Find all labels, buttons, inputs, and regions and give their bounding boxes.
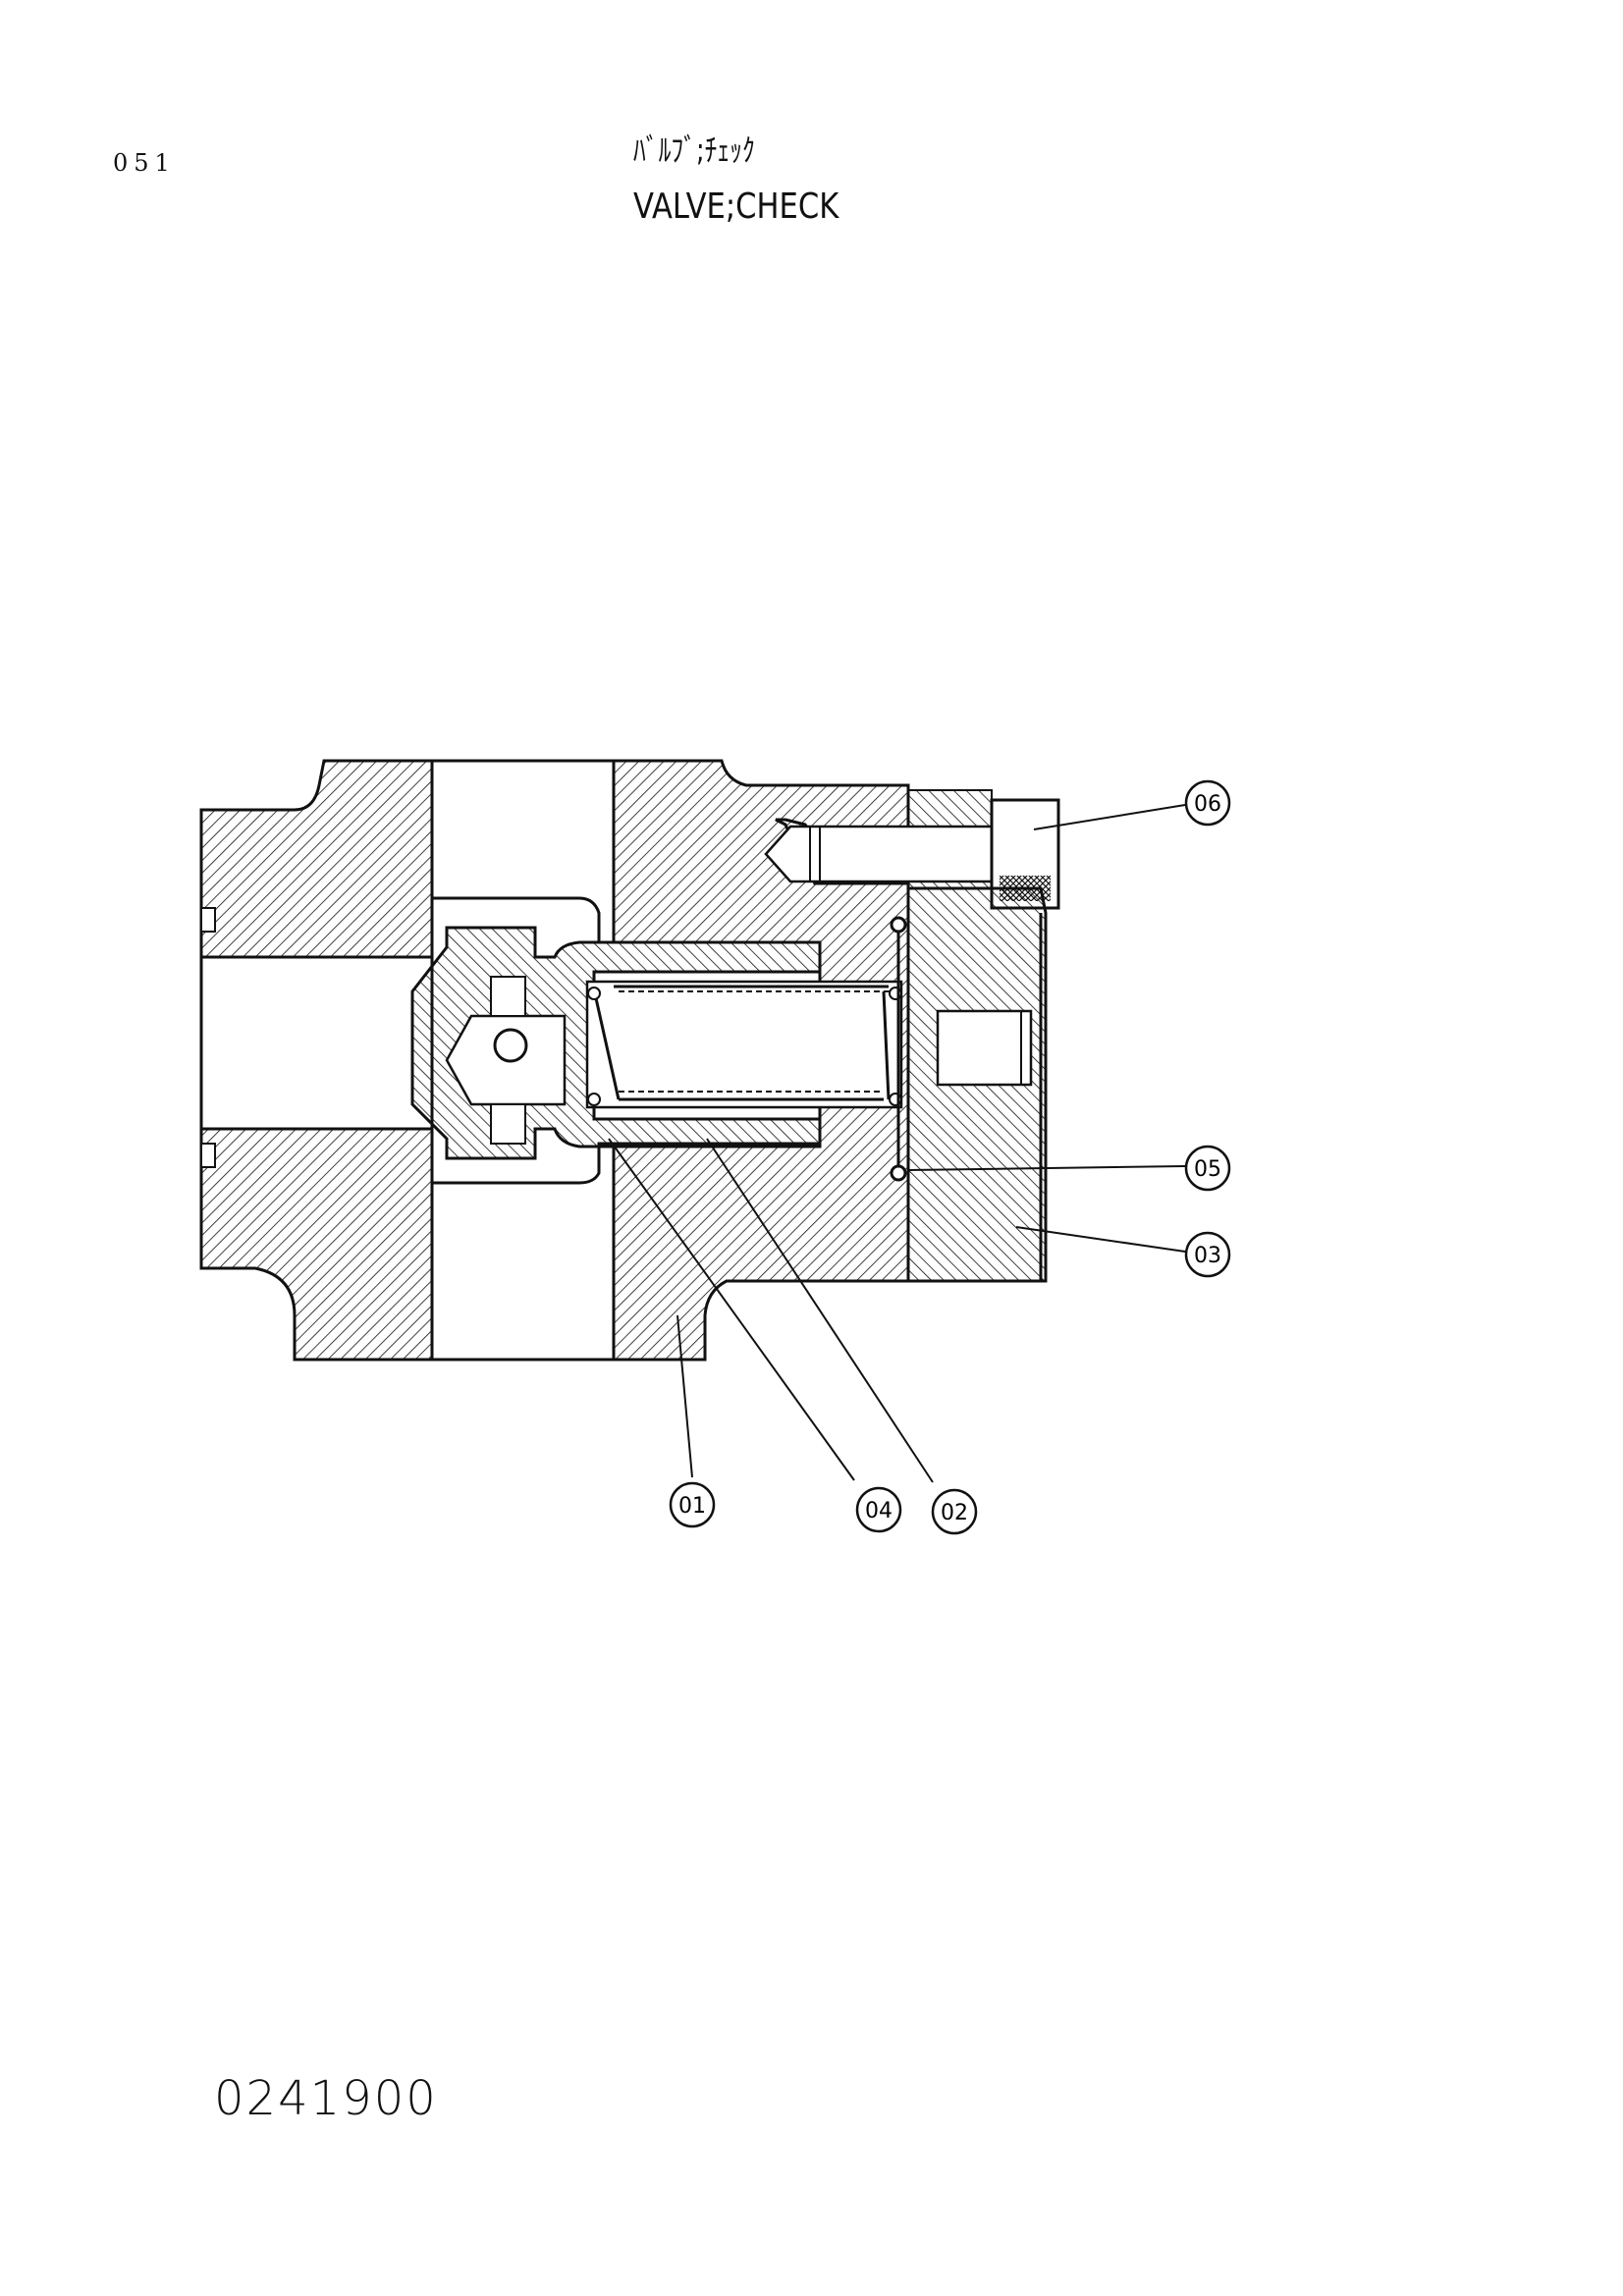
callout-label-02: 02 bbox=[941, 1501, 968, 1525]
callout-label-03: 03 bbox=[1194, 1244, 1221, 1268]
leader-lines bbox=[608, 804, 1186, 1483]
end-cap bbox=[906, 886, 1048, 1283]
callout-label-05: 05 bbox=[1194, 1157, 1221, 1182]
title-english: VALVE;CHECK bbox=[633, 187, 839, 227]
page-number: 051 bbox=[113, 149, 176, 177]
callout-label-01: 01 bbox=[678, 1494, 706, 1519]
callout-03: 03 bbox=[1184, 1231, 1231, 1278]
callout-06: 06 bbox=[1184, 779, 1231, 827]
poppet bbox=[410, 926, 822, 1160]
callout-02: 02 bbox=[931, 1488, 978, 1535]
drawing-code: 0241900 bbox=[214, 2071, 438, 2126]
callout-01: 01 bbox=[669, 1481, 716, 1528]
callout-05: 05 bbox=[1184, 1145, 1231, 1192]
callout-label-06: 06 bbox=[1194, 792, 1221, 817]
title-japanese: ﾊﾞﾙﾌﾞ;ﾁｪｯｸ bbox=[633, 132, 755, 169]
callout-label-04: 04 bbox=[865, 1499, 893, 1523]
spring bbox=[585, 980, 903, 1109]
callout-04: 04 bbox=[855, 1486, 902, 1533]
o-ring bbox=[890, 916, 907, 1182]
